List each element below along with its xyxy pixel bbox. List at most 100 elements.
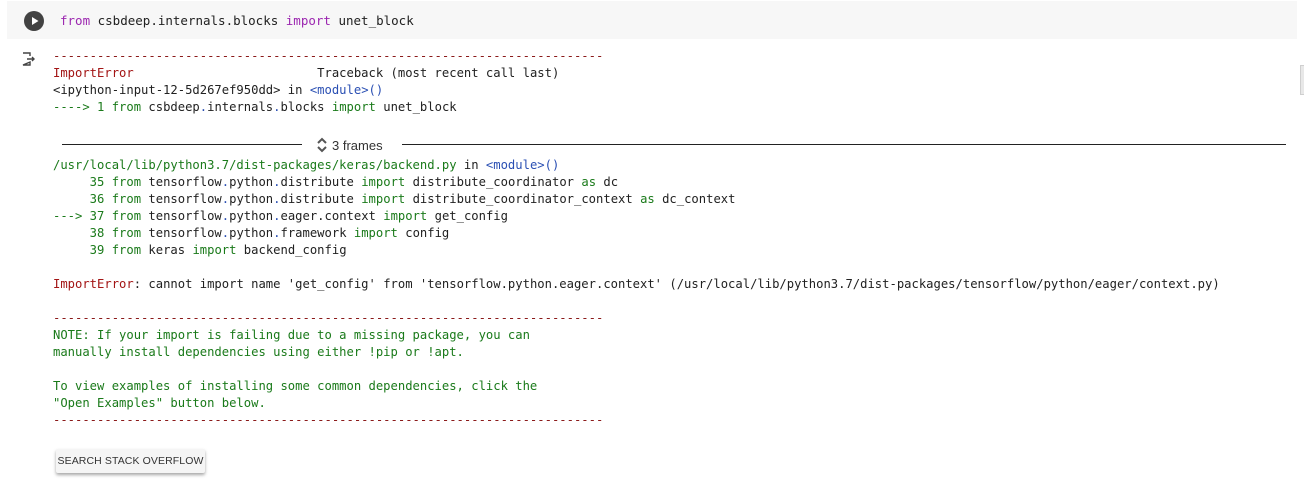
line-number: 35	[53, 175, 112, 189]
line-number: ---> 37	[53, 209, 112, 223]
mod: distribute	[280, 192, 362, 206]
in-text: in	[456, 158, 486, 172]
error-type: ImportError	[53, 66, 134, 80]
dot: .	[273, 100, 281, 114]
input-ref: <ipython-input-12-5d267ef950dd>	[53, 83, 281, 97]
dot: .	[273, 226, 281, 240]
note-line: "Open Examples" button below.	[53, 396, 266, 410]
play-icon	[32, 17, 39, 25]
divider	[62, 144, 302, 145]
separator-top: ----------------------------------------…	[53, 49, 604, 63]
kw-import: import	[361, 175, 406, 189]
frame-file: /usr/local/lib/python3.7/dist-packages/k…	[53, 157, 559, 174]
dot: .	[273, 175, 281, 189]
frames-toggle-button[interactable]: 3 frames	[316, 136, 383, 154]
mod: framework	[280, 226, 354, 240]
output-arrow-icon[interactable]	[21, 51, 37, 67]
mod: internals	[207, 100, 274, 114]
kw-as: as	[640, 192, 655, 206]
error-message: ImportError: cannot import name 'get_con…	[53, 276, 1220, 293]
kw-as: as	[581, 175, 597, 189]
dot: .	[221, 175, 230, 189]
kw-import: import	[361, 192, 406, 206]
keyword-import: import	[285, 13, 331, 28]
parens: ()	[368, 83, 384, 97]
note-line: NOTE: If your import is failing due to a…	[53, 328, 530, 342]
traceback-header-right: Traceback (most recent call last)	[317, 66, 560, 80]
pkg: csbdeep	[141, 100, 200, 114]
search-stack-overflow-button[interactable]: SEARCH STACK OVERFLOW	[56, 449, 205, 473]
mod: eager.context	[280, 209, 384, 223]
code-cell-input[interactable]: from csbdeep.internals.blocks import une…	[7, 1, 1297, 39]
frame-line: 38 from tensorflow.python.framework impo…	[53, 225, 450, 242]
kw-from: from	[111, 192, 142, 206]
dot: .	[273, 209, 281, 223]
name: distribute_coordinator	[405, 175, 582, 189]
name: get_config	[427, 209, 508, 223]
pkg: tensorflow	[141, 226, 222, 240]
in-text: in	[280, 83, 310, 97]
name: distribute_coordinator_context	[405, 192, 641, 206]
separator-note-top: ----------------------------------------…	[53, 311, 604, 325]
pkg: tensorflow	[141, 192, 222, 206]
module-ref: <module>	[485, 158, 545, 172]
parens: ()	[544, 158, 560, 172]
frame-line: 39 from keras import backend_config	[53, 242, 347, 259]
error-type: ImportError	[53, 277, 134, 291]
name: config	[397, 226, 450, 240]
error-text: : cannot import name 'get_config' from '…	[133, 277, 1220, 291]
code-line[interactable]: from csbdeep.internals.blocks import une…	[60, 13, 414, 28]
file-path[interactable]: /usr/local/lib/python3.7/dist-packages/k…	[53, 158, 457, 172]
dot: .	[221, 192, 230, 206]
divider	[402, 144, 1286, 145]
mod: python	[229, 192, 274, 206]
frames-separator: 3 frames	[62, 136, 1286, 154]
kw-from: from	[111, 226, 142, 240]
separator-note-bottom: ----------------------------------------…	[53, 413, 604, 427]
pkg: keras	[141, 243, 193, 257]
traceback-input-ref: <ipython-input-12-5d267ef950dd> in <modu…	[53, 82, 383, 99]
import-name: unet_block	[330, 13, 414, 28]
frames-label: 3 frames	[332, 137, 383, 153]
kw-from: from	[111, 209, 142, 223]
module-ref: <module>	[309, 83, 369, 97]
kw-import: import	[353, 226, 398, 240]
mod: python	[229, 175, 274, 189]
line-number: 38	[53, 226, 112, 240]
alias: dc_context	[654, 192, 736, 206]
mod: python	[229, 209, 274, 223]
output-scrollbar[interactable]	[1300, 65, 1304, 95]
pkg: tensorflow	[141, 175, 222, 189]
frame-line: 35 from tensorflow.python.distribute imp…	[53, 174, 618, 191]
kw-import: import	[324, 100, 376, 114]
traceback-header: ImportError Traceback (most recent call …	[53, 65, 559, 82]
mod: python	[229, 226, 274, 240]
module-name: csbdeep.internals.blocks	[90, 13, 286, 28]
frame-line: 36 from tensorflow.python.distribute imp…	[53, 191, 736, 208]
name: backend_config	[236, 243, 347, 257]
kw-import: import	[383, 209, 428, 223]
kw-import: import	[192, 243, 237, 257]
keyword-from: from	[60, 13, 91, 28]
dot: .	[221, 209, 230, 223]
kw-from: from	[111, 175, 142, 189]
expand-collapse-icon	[317, 137, 327, 153]
dot: .	[273, 192, 281, 206]
pkg: tensorflow	[141, 209, 222, 223]
dot: .	[199, 100, 208, 114]
kw-from: from	[111, 100, 142, 114]
note-line: To view examples of installing some comm…	[53, 379, 538, 393]
traceback-line-1: ----> 1 from csbdeep.internals.blocks im…	[53, 99, 457, 116]
frame-line-current: ---> 37 from tensorflow.python.eager.con…	[53, 208, 508, 225]
mod: distribute	[280, 175, 362, 189]
line-number: 36	[53, 192, 112, 206]
dot: .	[221, 226, 230, 240]
line-arrow: ----> 1	[53, 100, 112, 114]
alias: dc	[596, 175, 619, 189]
kw-from: from	[111, 243, 142, 257]
name: unet_block	[375, 100, 457, 114]
mod: blocks	[280, 100, 325, 114]
note-line: manually install dependencies using eith…	[53, 345, 464, 359]
line-number: 39	[53, 243, 112, 257]
run-cell-button[interactable]	[24, 11, 44, 31]
